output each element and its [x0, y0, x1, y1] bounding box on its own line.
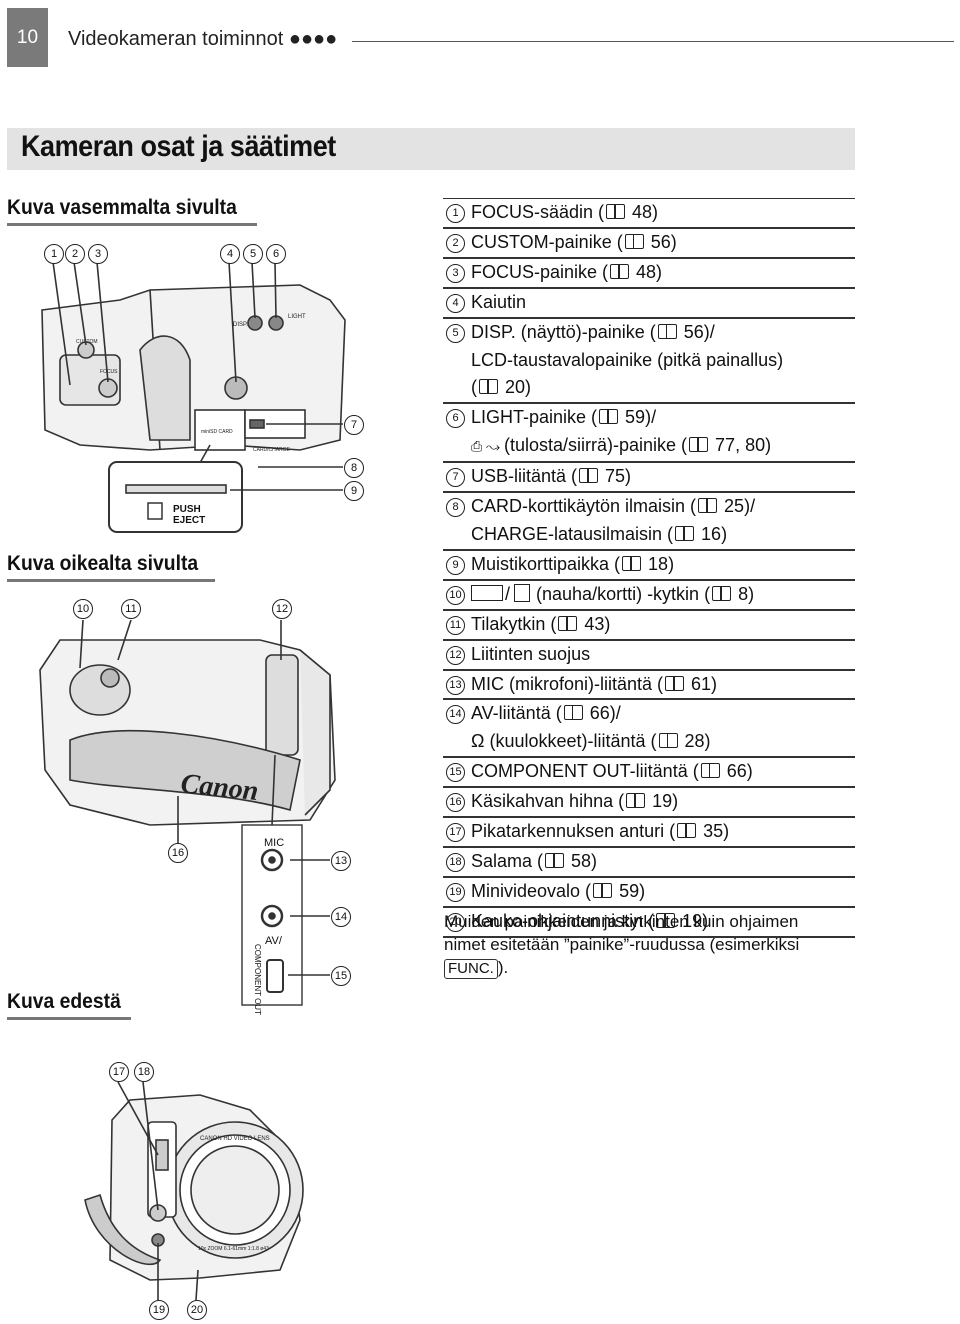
book-icon: [624, 233, 644, 249]
fig-custom-label: CUSTOM: [76, 339, 98, 345]
header-rule: [352, 41, 954, 42]
fig-component-out: COMPONENT OUT: [253, 944, 262, 1015]
book-icon: [606, 204, 626, 219]
book-icon: [563, 705, 583, 721]
callout-6: 6: [266, 244, 286, 264]
page-title: Kameran osat ja säätimet: [21, 130, 336, 163]
book-icon: [626, 793, 646, 809]
section-right-view: Kuva oikealta sivulta: [7, 552, 215, 582]
func-button-label: FUNC.: [444, 959, 498, 979]
book-icon: [675, 525, 695, 541]
list-item: 5 DISP. (näyttö)-painike ( 56)/ LCD-taus…: [443, 319, 855, 405]
book-icon: [698, 498, 718, 514]
section-left-view: Kuva vasemmalta sivulta: [7, 196, 257, 226]
book-icon: [479, 379, 498, 395]
fig-zoom-text: 10x ZOOM 6.1-61mm 1:1.8 ø43: [198, 1246, 269, 1252]
callout-14: 14: [331, 907, 351, 927]
callout-15: 15: [331, 966, 351, 986]
callout-16: 16: [168, 843, 188, 863]
callout-10: 10: [73, 599, 93, 619]
book-icon: [599, 409, 619, 425]
callout-1: 1: [44, 244, 64, 264]
book-icon: [593, 882, 613, 898]
fig-disp-label: DISP.: [233, 322, 248, 328]
book-icon: [545, 852, 565, 868]
list-item: 6 LIGHT-painike ( 59)/ ⎙ ↝ (tulosta/siir…: [443, 404, 855, 464]
callout-7: 7: [344, 415, 364, 435]
book-icon: [677, 823, 697, 839]
book-icon: [658, 733, 678, 749]
callout-2: 2: [65, 244, 85, 264]
fig-mic-label: MIC: [264, 837, 284, 849]
title-band: Kameran osat ja säätimet: [7, 128, 855, 170]
book-icon: [579, 468, 599, 484]
callout-8: 8: [344, 458, 364, 478]
print-share-icon: ⎙ ↝: [471, 438, 504, 455]
callout-3: 3: [88, 244, 108, 264]
headphones-icon: Ω: [471, 731, 490, 752]
callout-13: 13: [331, 851, 351, 871]
book-icon: [665, 675, 685, 691]
page-number: 10: [7, 8, 48, 67]
fig-card-charge-label: CARD/CHARGE: [253, 447, 291, 453]
tape-card-icon: [471, 584, 503, 601]
list-item: 14 AV-liitäntä ( 66)/ Ω (kuulokkeet)-lii…: [443, 700, 855, 759]
list-item: 10/(nauha/kortti) -kytkin ( 8): [443, 581, 855, 611]
callout-20: 20: [187, 1300, 207, 1320]
book-icon: [712, 585, 732, 601]
callout-4: 4: [220, 244, 240, 264]
book-icon: [656, 912, 676, 928]
running-title: Videokameran toiminnot ●●●●: [68, 28, 338, 50]
section-front-view: Kuva edestä: [7, 990, 131, 1020]
callout-9: 9: [344, 481, 364, 501]
note-text: Muiden painikkeiden ja kytkinten kuin oh…: [444, 912, 800, 979]
callout-18: 18: [134, 1062, 154, 1082]
callout-19: 19: [149, 1300, 169, 1320]
card-slot-inset: [108, 461, 243, 533]
fig-light-label: LIGHT: [288, 314, 306, 320]
card-icon: [514, 583, 531, 602]
book-icon: [700, 763, 720, 779]
fig-lens-text: CANON HD VIDEO LENS: [200, 1136, 270, 1142]
book-icon: [657, 323, 677, 339]
book-icon: [622, 555, 642, 571]
fig-focus-label: FOCUS: [100, 369, 118, 375]
book-icon: [689, 437, 709, 453]
book-icon: [558, 615, 578, 631]
fig-av-label: AV/: [265, 935, 283, 947]
book-icon: [610, 263, 630, 279]
list-item: 8 CARD-korttikäytön ilmaisin ( 25)/ CHAR…: [443, 493, 855, 551]
callout-11: 11: [121, 599, 141, 619]
fig-minisd-label: miniSD CARD: [201, 429, 233, 435]
callout-17: 17: [109, 1062, 129, 1082]
callout-5: 5: [243, 244, 263, 264]
callout-12: 12: [272, 599, 292, 619]
